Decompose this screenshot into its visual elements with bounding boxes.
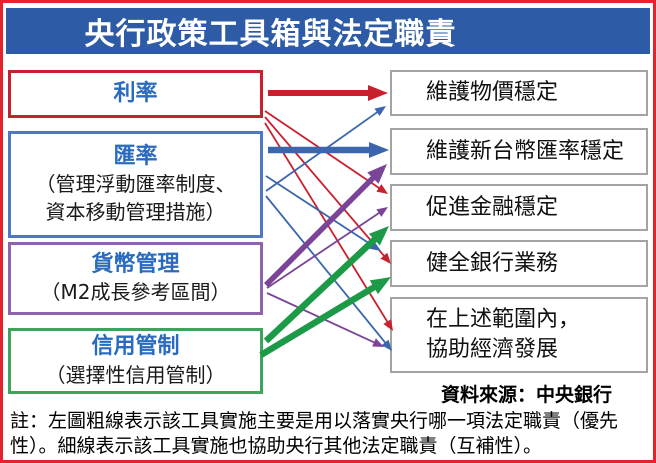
- arrow-thick: [263, 226, 389, 344]
- tool-label: 貨幣管理: [91, 251, 180, 277]
- tool-sublabel: （管理浮動匯率制度、: [35, 172, 236, 197]
- arrow-thin: [266, 292, 384, 347]
- arrow-thin: [265, 175, 381, 251]
- arrow-thin: [264, 122, 393, 331]
- duty-box-economy: 在上述範圍內， 協助經濟發展: [390, 297, 648, 373]
- duty-box-banking: 健全銀行業務: [390, 240, 648, 287]
- tool-box-rate: 利率: [8, 70, 263, 118]
- arrow-thick: [268, 142, 389, 158]
- arrow-thin: [264, 110, 388, 194]
- duty-label: 協助經濟發展: [426, 337, 559, 362]
- tool-sublabel: 資本移動管理措施）: [45, 200, 226, 225]
- tool-box-credit: 信用管制（選擇性信用管制）: [8, 328, 263, 394]
- arrow-thin: [264, 116, 391, 264]
- duty-box-fin-stability: 促進金融穩定: [390, 184, 648, 231]
- arrow-thin: [265, 106, 386, 192]
- tool-label: 信用管制: [91, 334, 180, 360]
- arrow-thick: [268, 85, 388, 101]
- page-title: 央行政策工具箱與法定職責: [84, 17, 457, 52]
- duty-box-price: 維護物價穩定: [390, 70, 648, 116]
- arrow-thick: [259, 277, 391, 358]
- duty-label: 維護新台幣匯率穩定: [426, 138, 625, 164]
- duty-label: 促進金融穩定: [426, 194, 559, 220]
- tool-label: 利率: [113, 81, 158, 107]
- source-caption: 資料來源：中央銀行: [440, 384, 612, 406]
- tool-box-fx: 匯率 （管理浮動匯率制度、資本移動管理措施）: [8, 131, 263, 238]
- tool-box-money: 貨幣管理 （M2成長參考區間）: [8, 242, 263, 315]
- duty-box-ntd-fx: 維護新台幣匯率穩定: [390, 128, 648, 175]
- footnote: 註：左圖粗線表示該工具實施主要是用以落實央行哪一項法定職責（優先性）。細線表示該…: [10, 410, 619, 457]
- arrow-thick: [264, 164, 387, 287]
- title-banner: 央行政策工具箱與法定職責: [6, 8, 650, 54]
- duty-label: 維護物價穩定: [426, 80, 559, 106]
- arrow-thin: [266, 207, 388, 289]
- duty-label: 在上述範圍內，: [426, 307, 581, 333]
- tool-sublabel: （M2成長參考區間）: [40, 280, 231, 305]
- tool-label: 匯率: [113, 143, 158, 169]
- arrow-thin: [265, 195, 392, 351]
- duty-label: 健全銀行業務: [426, 250, 559, 276]
- tool-sublabel: （選擇性信用管制）: [45, 362, 226, 387]
